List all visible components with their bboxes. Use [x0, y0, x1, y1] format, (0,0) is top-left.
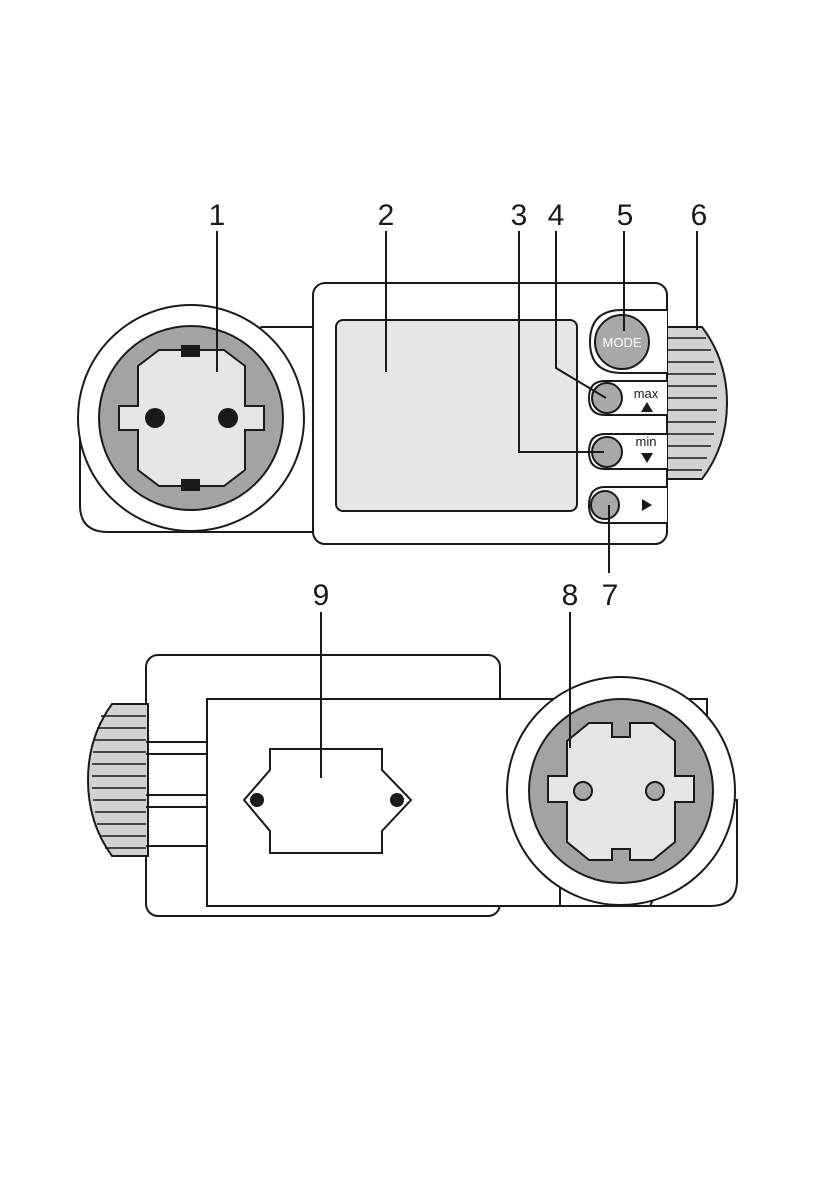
max-up-button[interactable]: max	[589, 381, 667, 415]
front-socket	[78, 305, 304, 531]
play-button[interactable]	[589, 487, 667, 523]
screw-left	[250, 793, 264, 807]
earth-clip-bottom	[181, 479, 200, 491]
callout-3: 3	[511, 199, 528, 232]
mode-button[interactable]: MODE	[590, 310, 667, 373]
min-label: min	[636, 434, 657, 449]
lcd-display	[336, 320, 577, 511]
callout-6: 6	[691, 199, 708, 232]
callout-7: 7	[602, 579, 619, 612]
callout-1: 1	[209, 199, 226, 232]
socket-pin-hole-right	[218, 408, 238, 428]
callout-4: 4	[548, 199, 565, 232]
rear-pin-hole-right	[646, 782, 664, 800]
rear-pin-hole-left	[574, 782, 592, 800]
max-label: max	[634, 386, 659, 401]
back-view	[88, 612, 737, 916]
socket-pin-hole-left	[145, 408, 165, 428]
front-view: MODE max min	[78, 231, 727, 573]
mode-button-label: MODE	[603, 335, 642, 350]
callout-5: 5	[617, 199, 634, 232]
rear-dial	[88, 704, 148, 856]
callout-8: 8	[562, 579, 579, 612]
screw-right	[390, 793, 404, 807]
socket-face	[119, 350, 264, 486]
callout-2: 2	[378, 199, 395, 232]
callout-9: 9	[313, 579, 330, 612]
earth-clip-top	[181, 345, 200, 357]
rear-socket	[507, 677, 735, 905]
